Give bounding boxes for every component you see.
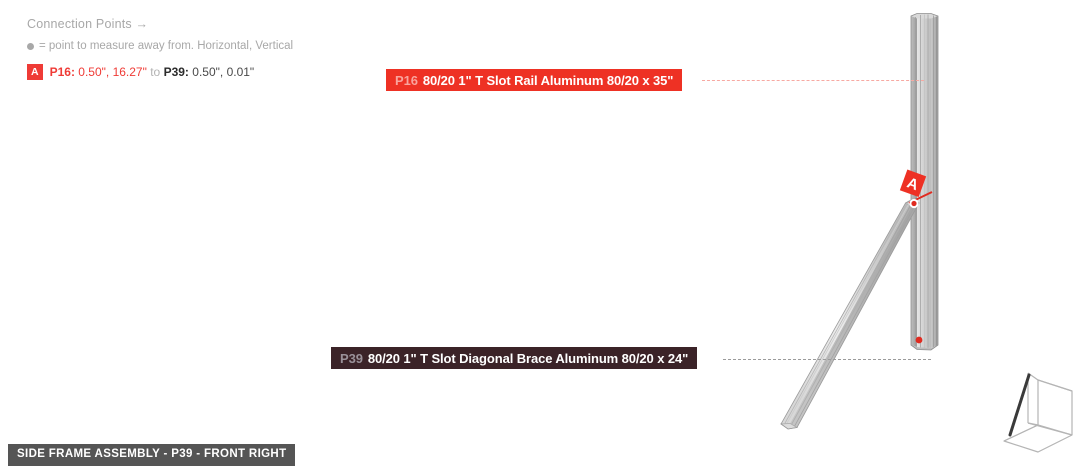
part-p39-diagonal-brace (779, 198, 920, 430)
connection-point-p39-base-dot (915, 336, 923, 344)
from-point-id: P16: (49, 65, 75, 79)
leader-line-p16 (702, 80, 924, 81)
callout-banner-p39[interactable]: P39 80/20 1" T Slot Diagonal Brace Alumi… (331, 347, 698, 369)
frame-orientation-thumbnail (1003, 372, 1073, 453)
legend-note-text: = point to measure away from. Horizontal… (39, 40, 294, 52)
part-p16-vertical-rail (910, 13, 939, 351)
connection-point-markers (908, 191, 933, 344)
leader-line-p39 (723, 359, 931, 360)
connection-tag-a-marker: A (899, 169, 927, 198)
legend-title: Connection Points → (27, 17, 149, 31)
connection-tag-a-chip: A (27, 64, 43, 80)
connection-pair: P16: 0.50", 16.27" to P39: 0.50", 0.01" (50, 65, 255, 79)
callout-banner-p16[interactable]: P16 80/20 1" T Slot Rail Aluminum 80/20 … (386, 69, 683, 91)
pair-separator: to (150, 65, 161, 79)
callout-p16-description: 80/20 1" T Slot Rail Aluminum 80/20 x 35… (422, 72, 674, 88)
callout-p16-id: P16 (395, 72, 418, 88)
thumbnail-highlighted-brace (1008, 373, 1031, 437)
page-title: SIDE FRAME ASSEMBLY - P39 - FRONT RIGHT (8, 444, 296, 466)
from-point-value: 0.50", 16.27" (78, 65, 147, 79)
tag-a-label: A (905, 174, 921, 194)
measure-point-dot-icon (27, 43, 34, 50)
legend-connection-row: A P16: 0.50", 16.27" to P39: 0.50", 0.01… (27, 64, 447, 80)
connection-points-legend: Connection Points → = point to measure a… (27, 16, 447, 80)
to-point-id: P39: (163, 65, 189, 79)
callout-p39-description: 80/20 1" T Slot Diagonal Brace Aluminum … (367, 350, 689, 366)
to-point-value: 0.50", 0.01" (192, 65, 255, 79)
callout-p39-id: P39 (340, 350, 363, 366)
legend-note: = point to measure away from. Horizontal… (27, 39, 447, 54)
